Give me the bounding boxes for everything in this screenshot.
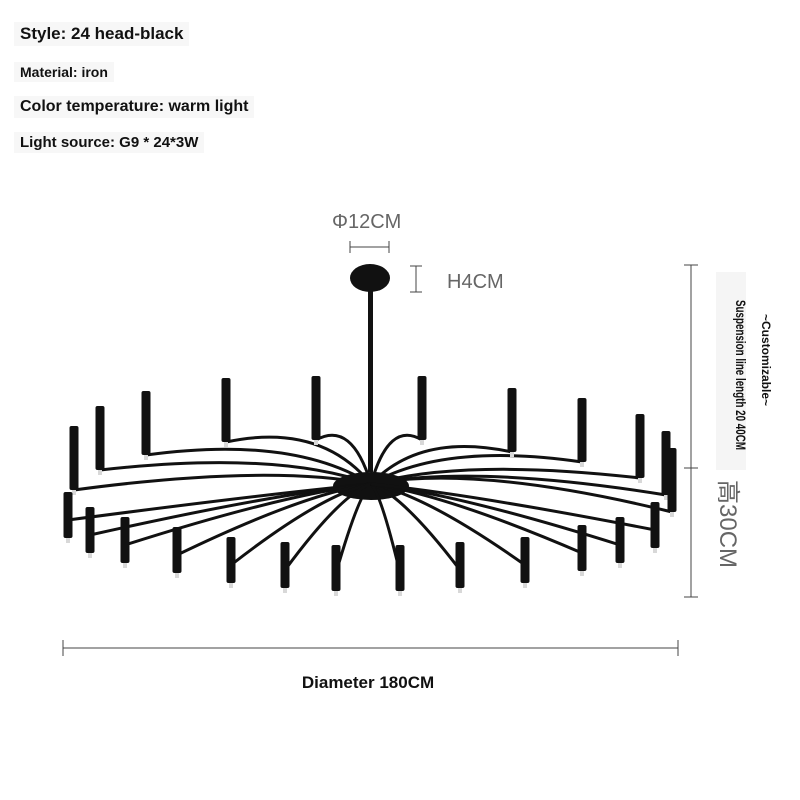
bulb [664,495,668,500]
customizable-label: ~Customizable~ [759,314,773,406]
lamp-head [507,388,517,452]
lamp-head [226,537,236,583]
diameter-label: Diameter 180CM [302,673,434,692]
arm [370,482,656,532]
canopy-height-label: H4CM [447,271,504,293]
bulb [580,462,584,467]
arm [283,482,372,571]
bulb [72,490,76,495]
bulb [229,583,233,588]
arm [145,447,372,486]
arm [370,482,462,571]
back-heads [69,376,677,517]
bulb [314,440,318,445]
spec-light-source: Light source: G9 * 24*3W [14,132,205,153]
lamp-head [85,507,95,553]
spec-style: Style: 24 head-black [14,22,190,46]
bulb [653,548,657,553]
bulb [398,591,402,596]
height-label: 高30CM [714,480,741,568]
lamp-head [615,517,625,563]
spec-color-temperature: Color temperature: warm light [14,96,255,118]
lamp-head [172,527,182,573]
arm [225,435,373,485]
bulb [580,571,584,576]
lamp-head [455,542,465,588]
bulb [224,442,228,447]
bulb [458,588,462,593]
bulb [88,553,92,558]
front-heads [63,492,660,596]
lamp-head [395,545,405,591]
lamp-head [221,378,231,442]
canopy-diameter-dimension: Φ12CM [332,211,401,253]
lamp-head [577,398,587,462]
bulb [123,563,127,568]
arm [369,433,423,485]
spec-material: Material: iron [14,62,114,82]
bulb [98,470,102,475]
lamp-head [650,502,660,548]
suspension-line-label: Suspension line length 20 40CM [733,300,749,450]
bulb [510,452,514,457]
arm [315,433,373,485]
bulb [420,440,424,445]
height-dimension [684,264,698,598]
bulb [618,563,622,568]
ceiling-canopy [350,264,390,292]
diameter-dimension: Diameter 180CM [62,640,679,692]
canopy-height-dimension: H4CM [410,265,504,293]
lamp-head [280,542,290,588]
bulb [334,591,338,596]
canopy-diameter-label: Φ12CM [332,211,401,233]
lamp-head [667,448,677,512]
lamp-head [520,537,530,583]
lamp-head [63,492,73,538]
lamp-head [120,517,130,563]
arm [176,482,372,557]
lamp-head [577,525,587,571]
bulb [670,512,674,517]
bulb [283,588,287,593]
lamp-head [417,376,427,440]
bulb [175,573,179,578]
lamp-head [141,391,151,455]
lamp-head [69,426,79,490]
lamp-head [331,545,341,591]
lamp-head [635,414,645,478]
front-arms [67,482,656,574]
arm [230,482,372,567]
bulb [144,455,148,460]
suspension-rod [368,286,373,472]
lamp-head [95,406,105,470]
bulb [638,478,642,483]
bulb [66,538,70,543]
lamp-head [311,376,321,440]
bulb [523,583,527,588]
